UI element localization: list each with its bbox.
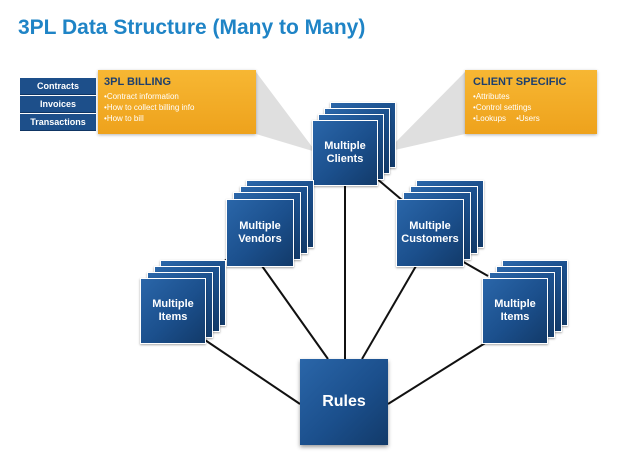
node-items-left[interactable]: Multiple Items — [140, 260, 230, 346]
line-customers-rules — [361, 265, 417, 360]
node-items-right-label: Multiple Items — [494, 298, 536, 323]
node-items-right[interactable]: Multiple Items — [482, 260, 572, 346]
node-clients-label: Multiple Clients — [324, 140, 366, 165]
node-vendors-label: Multiple Vendors — [238, 220, 282, 245]
client-specific-heading: CLIENT SPECIFIC — [473, 76, 567, 88]
billing-callout-beam — [256, 72, 316, 152]
client-specific-callout: CLIENT SPECIFIC Attributes Control setti… — [465, 70, 597, 134]
node-items-left-label: Multiple Items — [152, 298, 194, 323]
nav-transactions[interactable]: Transactions — [20, 114, 96, 131]
line-vendors-rules — [261, 265, 329, 360]
node-rules[interactable]: Rules — [300, 359, 388, 445]
node-rules-label: Rules — [322, 393, 366, 410]
page-title: 3PL Data Structure (Many to Many) — [18, 16, 366, 39]
node-customers-label: Multiple Customers — [401, 220, 459, 245]
billing-heading: 3PL BILLING — [104, 76, 172, 88]
nav-contracts[interactable]: Contracts — [20, 78, 96, 95]
billing-item: How to bill — [104, 113, 256, 124]
client-specific-item: Attributes — [473, 91, 597, 102]
billing-callout: 3PL BILLING Contract information How to … — [98, 70, 256, 134]
client-specific-item: Users — [516, 113, 540, 124]
left-nav: Contracts Invoices Transactions — [20, 78, 96, 132]
line-customers-items-right — [459, 259, 489, 277]
client-specific-item: Lookups — [473, 113, 506, 124]
billing-item: Contract information — [104, 91, 256, 102]
line-items-right-rules — [387, 339, 491, 405]
line-items-left-rules — [204, 339, 301, 405]
client-callout-beam — [386, 72, 465, 152]
node-vendors[interactable]: Multiple Vendors — [226, 180, 316, 270]
node-clients[interactable]: Multiple Clients — [312, 102, 396, 188]
client-specific-item: Control settings — [473, 102, 597, 113]
node-customers[interactable]: Multiple Customers — [396, 180, 486, 270]
line-clients-customers — [375, 177, 403, 201]
billing-item: How to collect billing info — [104, 102, 256, 113]
nav-invoices[interactable]: Invoices — [20, 96, 96, 113]
